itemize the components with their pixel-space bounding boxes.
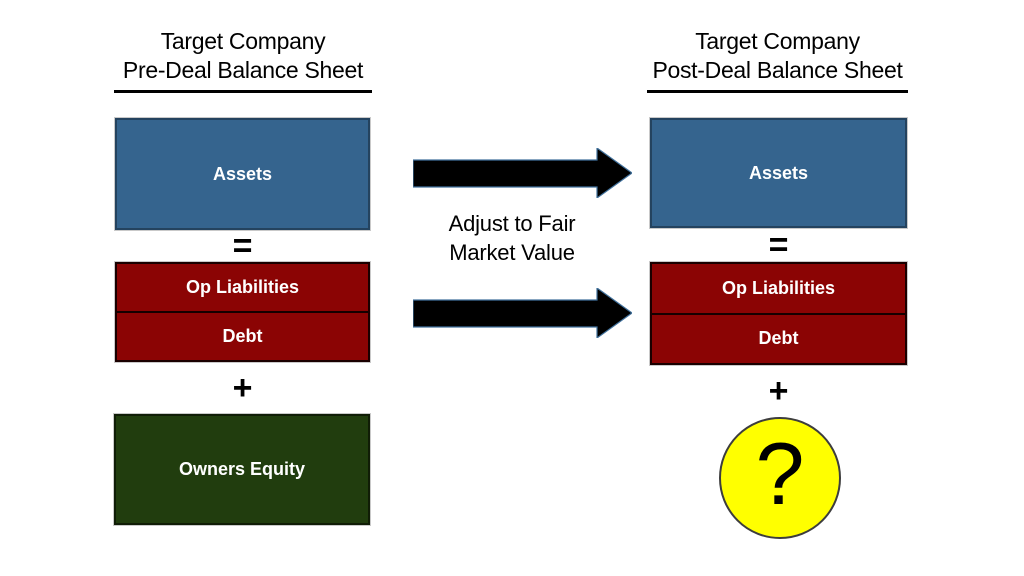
post-deal-equals-sign: = bbox=[768, 225, 789, 264]
pre-deal-debt-cell: Debt bbox=[117, 311, 368, 360]
pre-deal-title: Target Company Pre-Deal Balance Sheet bbox=[114, 27, 372, 93]
pre-deal-plus-sign: + bbox=[232, 368, 253, 407]
post-deal-title: Target Company Post-Deal Balance Sheet bbox=[647, 27, 908, 93]
post-deal-debt-label: Debt bbox=[758, 328, 799, 349]
pre-deal-assets-box: Assets bbox=[115, 118, 370, 230]
post-deal-title-line1: Target Company bbox=[695, 28, 860, 54]
adjust-annotation: Adjust to Fair Market Value bbox=[400, 209, 624, 267]
adjust-annotation-line1: Adjust to Fair bbox=[448, 211, 576, 236]
pre-deal-assets-label: Assets bbox=[212, 163, 273, 184]
post-deal-assets-box: Assets bbox=[650, 118, 907, 228]
post-deal-op-liabilities-cell: Op Liabilities bbox=[652, 264, 905, 313]
pre-deal-owners-equity-box: Owners Equity bbox=[114, 414, 370, 525]
post-deal-plus-sign: + bbox=[768, 371, 789, 410]
pre-deal-op-liabilities-cell: Op Liabilities bbox=[117, 264, 368, 311]
post-deal-liabilities-box: Op Liabilities Debt bbox=[650, 262, 907, 365]
adjust-annotation-line2: Market Value bbox=[449, 240, 575, 265]
post-deal-title-line2: Post-Deal Balance Sheet bbox=[652, 57, 903, 83]
pre-deal-liabilities-box: Op Liabilities Debt bbox=[115, 262, 370, 362]
post-deal-assets-label: Assets bbox=[748, 162, 809, 183]
pre-deal-title-line2: Pre-Deal Balance Sheet bbox=[122, 57, 364, 83]
pre-deal-owners-equity-label: Owners Equity bbox=[178, 459, 306, 479]
question-mark-icon: ? bbox=[755, 424, 805, 523]
post-deal-op-liabilities-label: Op Liabilities bbox=[721, 277, 836, 298]
pre-deal-op-liabilities-label: Op Liabilities bbox=[185, 277, 300, 297]
bottom-right-arrow-icon bbox=[413, 288, 632, 338]
pre-deal-debt-label: Debt bbox=[222, 326, 263, 346]
pre-deal-equals-sign: = bbox=[232, 226, 253, 265]
pre-deal-title-line1: Target Company bbox=[160, 28, 326, 54]
unknown-equity-circle: ? bbox=[719, 417, 841, 539]
post-deal-debt-cell: Debt bbox=[652, 312, 905, 364]
top-right-arrow-icon bbox=[413, 148, 632, 198]
